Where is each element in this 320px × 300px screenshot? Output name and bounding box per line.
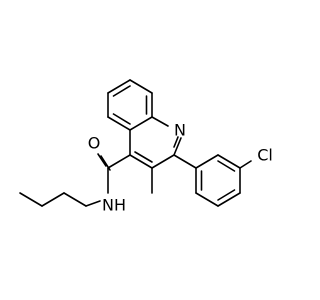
chlorine-label: Cl (257, 146, 273, 165)
bond-aryl-5 (195, 192, 219, 207)
bond-n1-c2-inner (173, 136, 179, 148)
bond-n-butyl-1 (85, 200, 101, 207)
bond-benzo-4 (129, 116, 153, 131)
bond-c-cl (239, 160, 252, 169)
molecule-drawing: N O NH Cl (19, 79, 273, 215)
bond-benzo-inner-1 (112, 85, 131, 97)
amide-nh-label: NH (102, 196, 126, 215)
structure-diagram: N O NH Cl (19, 79, 273, 215)
ring-nitrogen-label: N (174, 121, 186, 140)
bond-c2-aryl (173, 154, 197, 169)
bond-benzo-1 (107, 79, 131, 94)
bond-benzo-inner-2 (112, 113, 131, 125)
bond-benzo-3 (107, 116, 131, 131)
bond-c3-c4-inner (134, 151, 153, 163)
bond-aryl-1 (195, 154, 219, 169)
carbonyl-oxygen-label: O (88, 134, 101, 153)
bond-butyl-4 (19, 192, 43, 207)
bond-c8a-n1 (151, 116, 169, 127)
bond-benzo-6 (129, 79, 153, 94)
bond-c2-c3 (151, 154, 175, 169)
bond-aryl-inner-2 (217, 189, 236, 201)
bond-c4-carbonyl (107, 154, 131, 169)
bond-aryl-2 (217, 154, 241, 169)
bond-aryl-4 (217, 192, 241, 207)
bond-c3-c4 (129, 154, 153, 169)
bond-carbonyl-o-1 (97, 153, 107, 167)
bond-butyl-2 (63, 192, 87, 207)
bond-butyl-3 (41, 192, 65, 207)
bond-n1-c2 (173, 137, 182, 156)
bond-aryl-inner-1 (217, 160, 236, 172)
